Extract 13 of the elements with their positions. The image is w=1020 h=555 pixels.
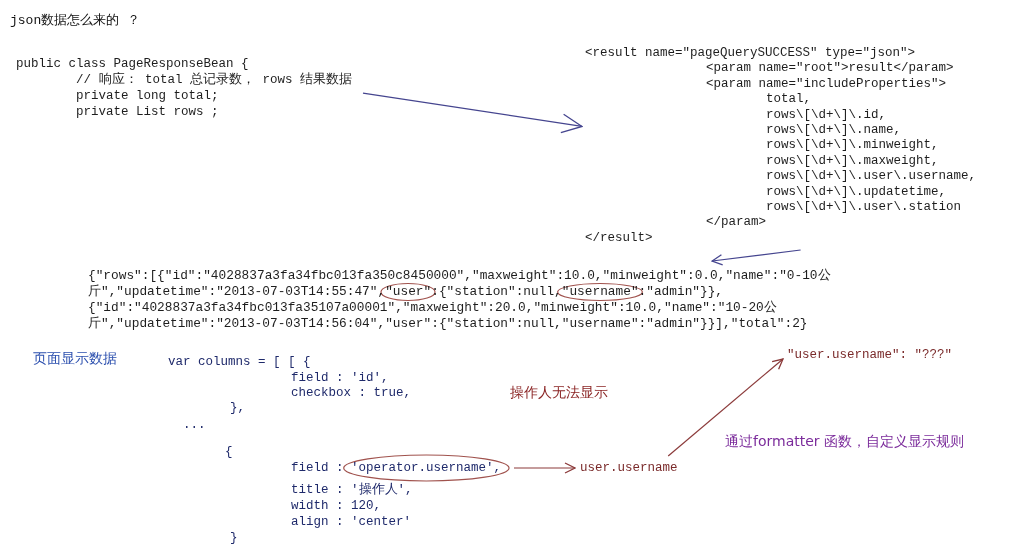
section-label: 页面显示数据 <box>33 349 117 367</box>
code-text: var columns = [ [ { field : 'id', checkbox : true, }, ... { field : 'operator.username', title : '操作人', width : 120, align : 'center' } <box>168 354 502 546</box>
code-text: "user.username": "???" <box>787 347 953 363</box>
arrow <box>362 92 583 134</box>
annotation-text: 通过formatter 函数，自定义显示规则 <box>725 432 965 450</box>
arrow <box>711 249 802 266</box>
arrow <box>513 462 576 474</box>
code-text: public class PageResponseBean { // 响应： total 总记录数， rows 结果数据 private long total; private List rows ; <box>16 56 353 120</box>
code-text: user.username <box>580 460 678 476</box>
title: json数据怎么来的 ？ <box>10 12 140 29</box>
code-text: <result name="pageQuerySUCCESS" type="json"> <param name="root">result</param> <param name="includeProperties"> total, rows\[\d+\]\.id, rows\[\d+\]\.name, rows\[\d+\]\.minweight, rows\[\d+\]\.maxweight, rows\[\d+\]\.user\.username, rows\[\d+\]\.updatetime, rows\[\d+\]\.user\.station </param> </result> <box>585 46 977 247</box>
annotation-text: 操作人无法显示 <box>510 383 608 401</box>
arrow <box>667 358 784 457</box>
